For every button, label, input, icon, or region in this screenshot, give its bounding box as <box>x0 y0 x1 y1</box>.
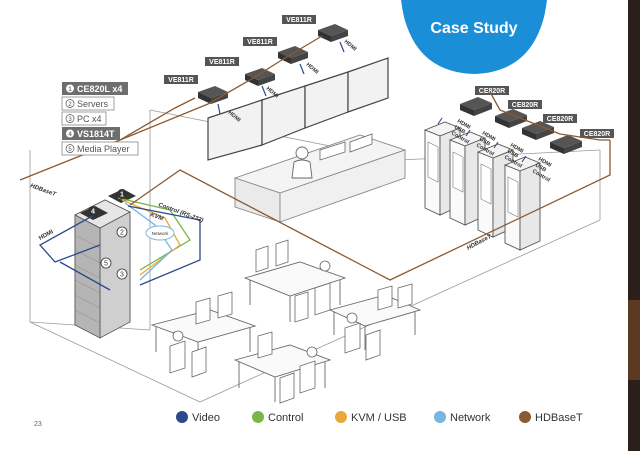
receiver-label: VE811R <box>209 59 235 66</box>
ce820r-receiver: CE820R HDMI USB Control <box>450 86 509 146</box>
marker-4: 4 <box>91 209 95 216</box>
legend-swatch <box>335 411 347 423</box>
item-label: Servers <box>77 99 109 109</box>
legend-item: Network <box>434 411 491 424</box>
ce820r-receiver: CE820R HDMI USB Control <box>531 129 614 184</box>
kiosk-port-usb: USB <box>534 163 547 174</box>
kiosks <box>423 121 542 251</box>
dining-table <box>233 331 332 404</box>
item-number: 3 <box>68 117 72 123</box>
legend-label: Video <box>192 412 220 424</box>
network-label: Network <box>152 231 169 236</box>
hdmi-label: HDMI <box>305 62 320 76</box>
ce820r-label: CE820R <box>584 131 610 138</box>
legend: Video Control KVM / USB Network HDBaseT <box>176 411 583 424</box>
ce820r-label: CE820R <box>479 88 505 95</box>
page-edge <box>628 0 640 451</box>
item-number: 5 <box>68 147 72 153</box>
hdbaset-floor-cable <box>129 91 611 281</box>
reception-desk <box>233 133 407 223</box>
kiosk <box>503 156 542 251</box>
legend-item: HDBaseT <box>519 411 583 424</box>
legend-swatch <box>176 411 188 423</box>
legend-swatch <box>252 411 264 423</box>
component-item: 5 Media Player <box>61 141 139 156</box>
kvm-label: KVM <box>149 212 165 223</box>
component-item: 1 CE820L x4 <box>62 82 128 95</box>
receiver-label: VE811R <box>286 17 312 24</box>
component-list: 1 CE820L x4 2 Servers 3 PC x4 4 VS1814T … <box>61 82 139 156</box>
kiosk-port-usb: USB <box>478 137 491 148</box>
legend-label: HDBaseT <box>535 412 583 424</box>
badge-title: Case Study <box>430 20 517 37</box>
marker-5: 5 <box>104 261 108 268</box>
rack-markers: 4 1 2 5 3 <box>88 189 128 280</box>
receiver-label: VE811R <box>247 39 273 46</box>
item-label: VS1814T <box>77 129 115 139</box>
item-label: Media Player <box>77 144 130 154</box>
kiosk-port-usb: USB <box>453 125 466 136</box>
kiosk <box>476 143 515 238</box>
hdbaset-floor-label: HDBaseT <box>466 233 494 251</box>
item-label: PC x4 <box>77 114 102 124</box>
video-wall-arrows <box>217 41 345 115</box>
item-number: 2 <box>68 102 72 108</box>
dining-table <box>150 291 257 378</box>
hdmi-rack-label: HDMI <box>38 229 55 242</box>
hdbaset-cable <box>19 35 323 181</box>
legend-label: Network <box>450 412 491 424</box>
ce820r-label: CE820R <box>512 102 538 109</box>
kiosk-arrows <box>437 117 527 163</box>
kiosk-port-usb: USB <box>506 149 519 160</box>
hdbaset-left-label: HDBaseT <box>29 183 57 198</box>
item-number: 1 <box>68 87 72 93</box>
component-item: 2 Servers <box>61 96 115 111</box>
component-item: 4 VS1814T <box>62 127 120 140</box>
item-number: 4 <box>68 132 72 138</box>
kiosk <box>448 131 487 226</box>
legend-label: KVM / USB <box>351 412 407 424</box>
ve811r-receiver: VE811R HDMI <box>243 37 320 76</box>
marker-1: 1 <box>120 192 124 199</box>
ce820r-label: CE820R <box>547 116 573 123</box>
marker-3: 3 <box>120 272 124 279</box>
legend-swatch <box>434 411 446 423</box>
video-wall <box>207 57 389 161</box>
legend-item: Control <box>252 411 303 424</box>
dining-table <box>328 283 422 361</box>
legend-label: Control <box>268 412 303 424</box>
marker-2: 2 <box>120 230 124 237</box>
case-study-badge: Case Study <box>401 0 547 74</box>
hdmi-label: HDMI <box>343 39 358 53</box>
legend-swatch <box>519 411 531 423</box>
item-label: CE820L x4 <box>77 84 122 94</box>
network-cloud: Network <box>145 225 175 241</box>
legend-item: KVM / USB <box>335 411 407 424</box>
receiver-label: VE811R <box>168 77 194 84</box>
legend-item: Video <box>176 411 220 424</box>
dining-table <box>243 239 347 323</box>
page-number: 23 <box>34 421 42 428</box>
component-item: 3 PC x4 <box>61 111 107 126</box>
